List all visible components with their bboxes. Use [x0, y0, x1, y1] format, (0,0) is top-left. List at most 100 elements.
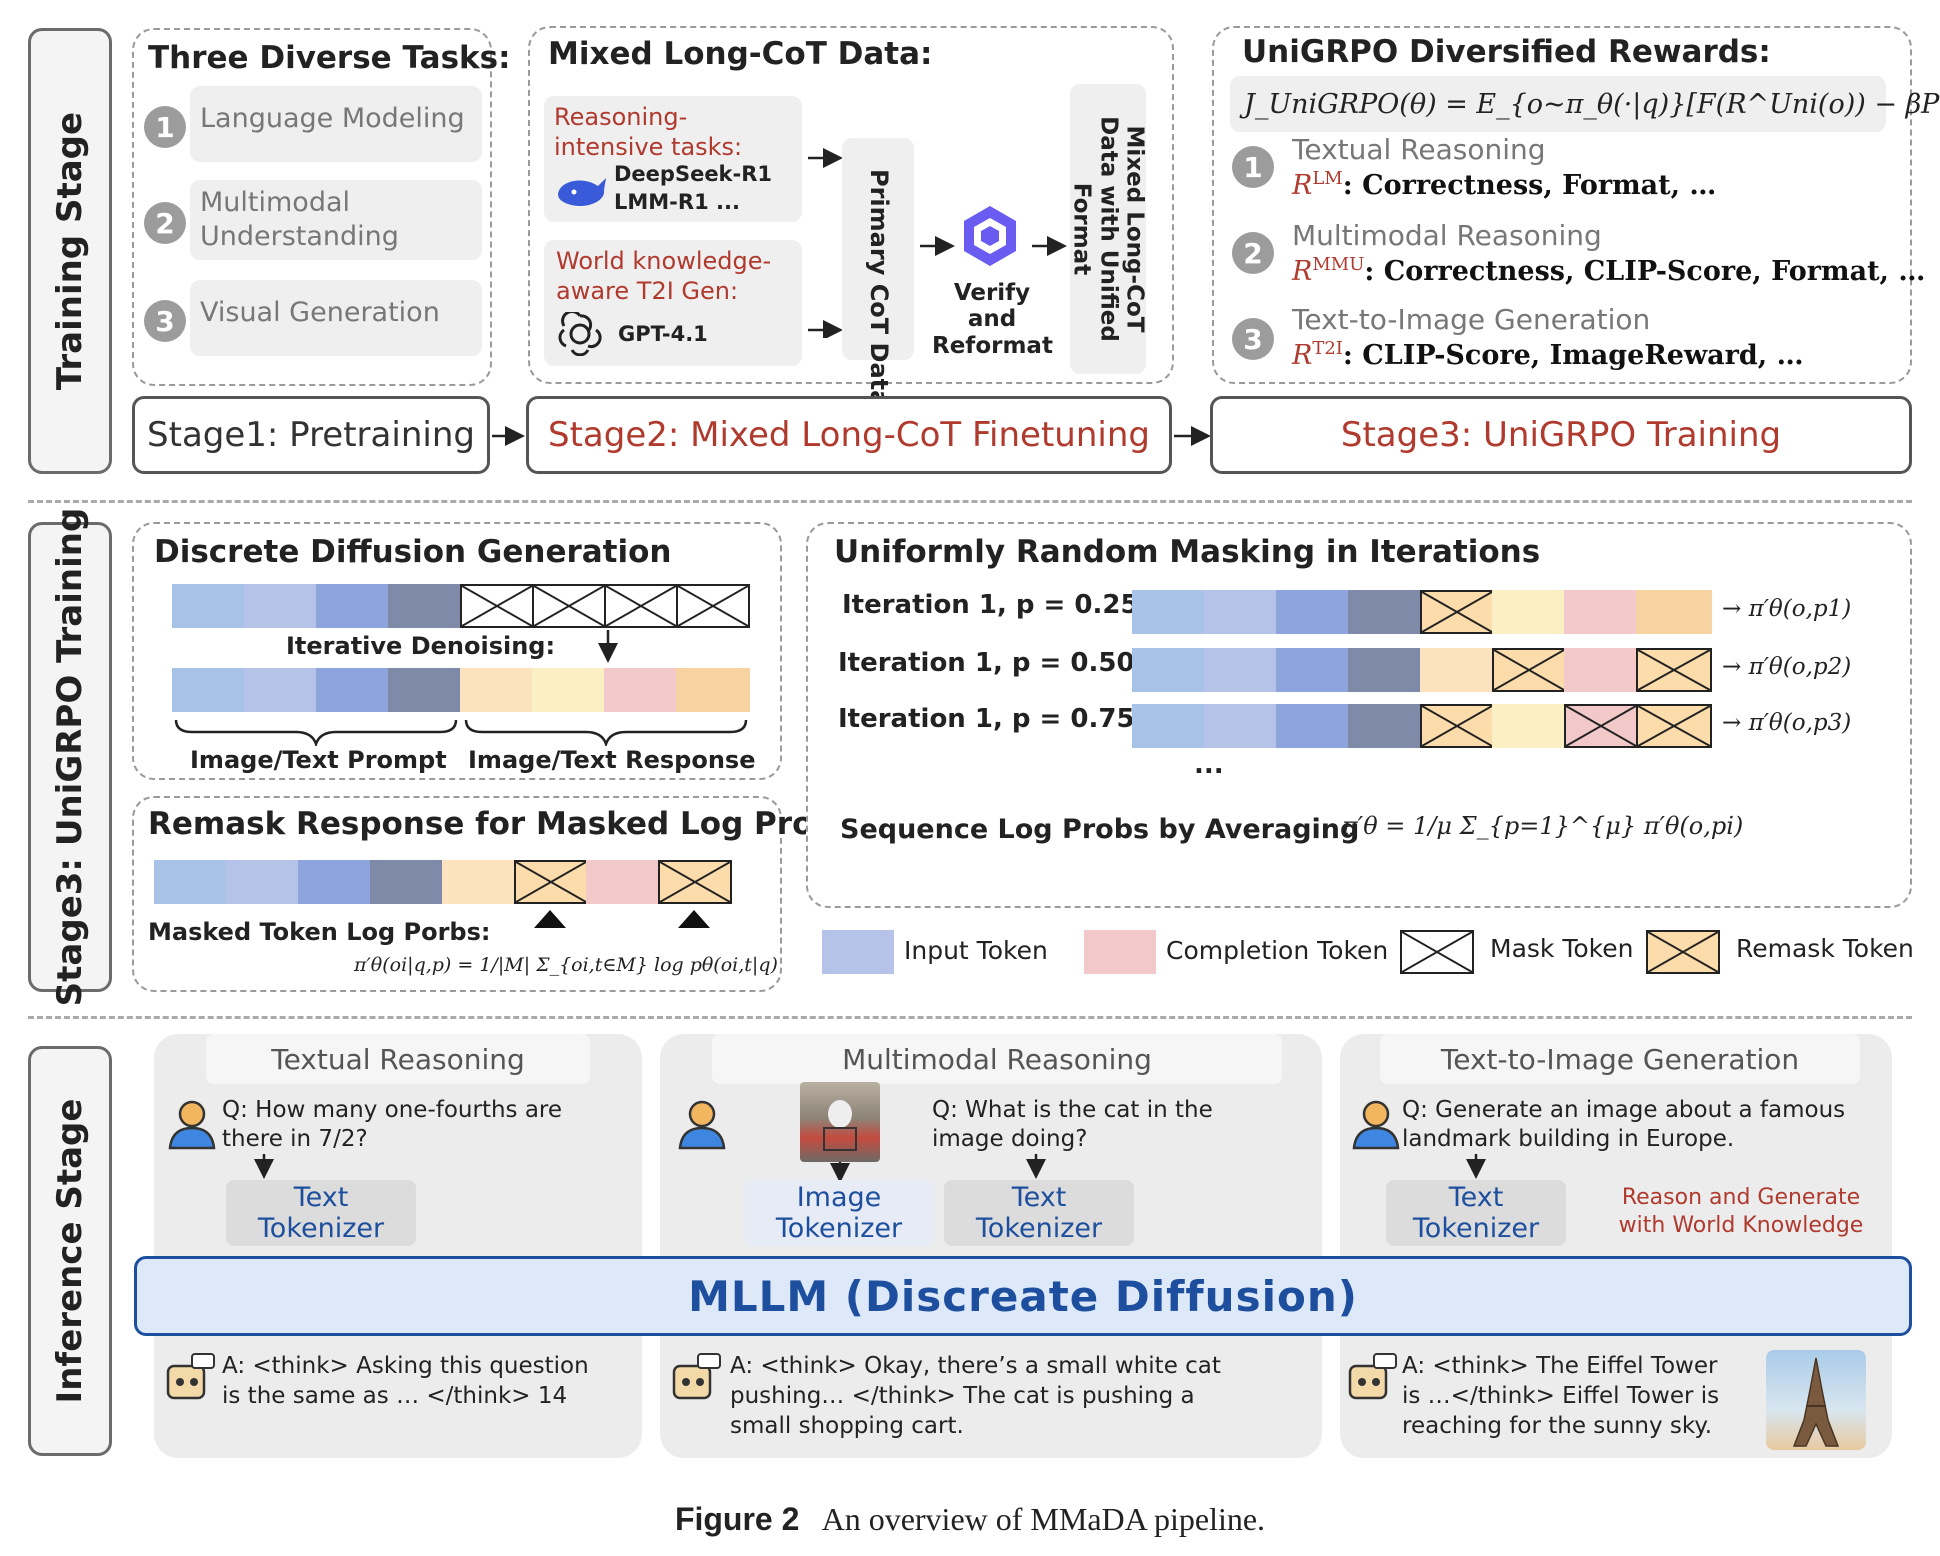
panel-multimodal-title: Multimodal Reasoning: [712, 1034, 1282, 1084]
input-token: [1276, 590, 1348, 634]
t2i-question: Q: Generate an image about a famous land…: [1402, 1097, 1846, 1152]
arrow-stage1-2: [492, 426, 525, 446]
reward-sym-2: R: [1292, 256, 1313, 287]
panel-textual: Textual Reasoning Q: How many one-fourth…: [154, 1034, 642, 1458]
iteration-output-1-text: π′θ(o,p1): [1748, 596, 1852, 622]
panel-multimodal: Multimodal Reasoning Q: What is the cat …: [660, 1034, 1322, 1458]
sequence-formula: π′θ = 1/μ Σ_{p=1}^{μ} π′θ(o,pi): [1342, 812, 1744, 840]
completion-token: [586, 860, 658, 904]
multimodal-image-tokenizer: Image Tokenizer: [744, 1180, 934, 1246]
panel-textual-title: Textual Reasoning: [206, 1034, 590, 1084]
input-token: [1204, 590, 1276, 634]
figure-number: Figure 2: [674, 1501, 800, 1537]
user-icon: [1352, 1098, 1400, 1150]
task-number-2: 2: [144, 202, 186, 244]
mask-token: [604, 584, 678, 628]
legend-label-completion: Completion Token: [1166, 936, 1389, 965]
input-token: [1132, 590, 1204, 634]
remask-token: [514, 860, 588, 904]
cat-cart-image: [800, 1082, 880, 1162]
prompt-brace: [174, 719, 748, 746]
world-source-label: World knowledge-aware T2I Gen:: [556, 247, 772, 305]
side-label-training-text: Training Stage: [50, 111, 90, 391]
remask-token: [658, 860, 732, 904]
figure-text: An overview of MMaDA pipeline.: [821, 1501, 1266, 1537]
remask-row: [154, 860, 734, 904]
remask-box: Remask Response for Masked Log Probs Mas…: [132, 796, 854, 992]
response-label: Image/Text Response: [468, 746, 756, 774]
figure-caption: Figure 2 An overview of MMaDA pipeline.: [0, 1500, 1940, 1538]
primary-cot-text: Primary CoT Data: [864, 169, 893, 407]
completion-token: [1636, 590, 1712, 634]
legend-swatch-completion: [1084, 930, 1156, 974]
legend: Input Token Completion Token Mask Token …: [822, 928, 1914, 978]
input-token: [298, 860, 370, 904]
world-model: GPT-4.1: [618, 322, 708, 346]
mixed-cot-box: Mixed Long-CoT Data: Reasoning-intensive…: [528, 26, 1174, 407]
unified-cot-text: Mixed Long-CoT Data with Unified Format: [1068, 116, 1148, 342]
input-token: [172, 584, 244, 628]
mask-token: [676, 584, 750, 628]
eiffel-tower-image: [1766, 1350, 1866, 1450]
user-icon: [168, 1098, 216, 1150]
t2i-text-tokenizer: Text Tokenizer: [1386, 1180, 1566, 1246]
completion-token: [1492, 704, 1564, 748]
multimodal-answer: A: <think> Okay, there’s a small white c…: [730, 1353, 1221, 1439]
reward-desc-1: : Correctness, Format, …: [1342, 170, 1717, 201]
separator-2: [28, 1016, 1912, 1019]
arrows-to-primary: [808, 148, 843, 338]
diffusion-box: Discrete Diffusion Generation Iterative …: [132, 522, 782, 780]
legend-swatch-input: [822, 930, 894, 974]
robot-icon: [164, 1352, 216, 1404]
input-token: [1348, 648, 1420, 692]
reward-formula-1: RLM: Correctness, Format, …: [1292, 168, 1716, 201]
reward-label-1: Textual Reasoning: [1292, 133, 1546, 166]
textual-text-tokenizer: Text Tokenizer: [226, 1180, 416, 1246]
uniform-box: Uniformly Random Masking in Iterations I…: [806, 522, 1912, 908]
sequence-label: Sequence Log Probs by Averaging: [840, 814, 1360, 845]
diffusion-row-2: [172, 668, 750, 712]
reward-number-3: 3: [1232, 318, 1274, 360]
iteration-output-3: → π′θ(o,p3): [1722, 710, 1852, 736]
remask-caption: Masked Token Log Porbs:: [148, 918, 491, 946]
diffusion-row-1: [172, 584, 750, 628]
panel-t2i: Text-to-Image Generation Q: Generate an …: [1340, 1034, 1892, 1458]
task-label-3: Visual Generation: [200, 297, 440, 328]
multimodal-text-tokenizer: Text Tokenizer: [944, 1180, 1134, 1246]
completion-token: [1564, 648, 1636, 692]
input-token: [1276, 648, 1348, 692]
tasks-box: Three Diverse Tasks: 1 Language Modeling…: [132, 28, 510, 386]
textual-question: Q: How many one-fourths are there in 7/2…: [222, 1097, 563, 1152]
arrow-stage2-3: [1174, 426, 1211, 446]
text-down-arrow: [1026, 1154, 1046, 1179]
primary-cot-data: Primary CoT Data: [842, 138, 914, 407]
world-source-card: World knowledge-aware T2I Gen: GPT-4.1: [544, 240, 802, 366]
side-label-training: Training Stage: [28, 28, 112, 474]
multimodal-question: Q: What is the cat in the image doing?: [932, 1097, 1213, 1152]
iteration-row-2: [1132, 648, 1712, 692]
textual-down-arrow: [254, 1154, 274, 1179]
reward-number-1: 1: [1232, 146, 1274, 188]
input-token: [154, 860, 226, 904]
iteration-row-1: [1132, 590, 1712, 634]
input-token: [226, 860, 298, 904]
textual-answer: A: <think> Asking this question is the s…: [222, 1353, 589, 1409]
input-token: [1276, 704, 1348, 748]
unified-cot-data: Mixed Long-CoT Data with Unified Format: [1068, 84, 1148, 374]
input-token: [388, 584, 460, 628]
iteration-output-2-text: π′θ(o,p2): [1748, 654, 1852, 680]
stage2-box: Stage2: Mixed Long-CoT Finetuning: [526, 396, 1172, 474]
robot-icon: [670, 1352, 722, 1404]
side-label-unigrpo-text: Stage3: UniGRPO Training: [50, 507, 90, 1007]
remask-token: [1420, 704, 1494, 748]
completion-token: [1420, 648, 1492, 692]
t2i-down-arrow: [1466, 1154, 1486, 1179]
legend-swatch-remask: [1646, 930, 1720, 974]
completion-token: [460, 668, 532, 712]
reward-label-3: Text-to-Image Generation: [1292, 303, 1651, 336]
task-label-2: Multimodal Understanding: [200, 187, 399, 252]
reward-label-2: Multimodal Reasoning: [1292, 219, 1602, 252]
openai-icon: [558, 310, 602, 357]
input-token: [370, 860, 442, 904]
whale-icon: [554, 172, 608, 210]
